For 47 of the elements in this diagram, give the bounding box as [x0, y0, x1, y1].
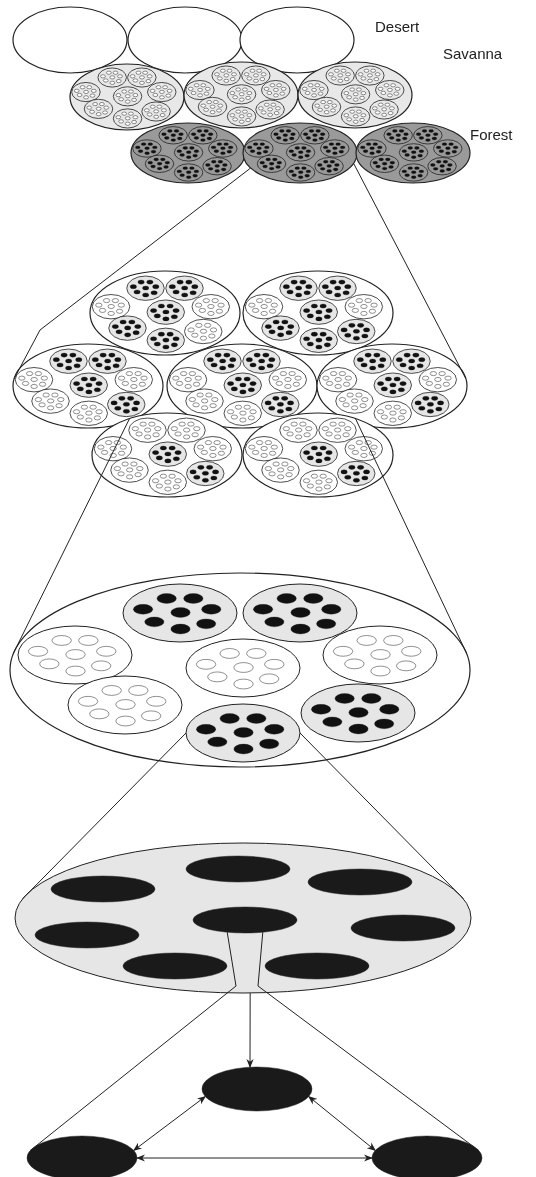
group-ellipse: [186, 639, 300, 697]
habitat-ellipse: [356, 123, 470, 183]
individual-ellipse: [51, 876, 155, 902]
group-ellipse: [68, 676, 182, 734]
individual-ellipse: [35, 922, 139, 948]
habitat-ellipse: [13, 7, 127, 73]
individual-ellipse: [202, 1067, 312, 1111]
individual-ellipse: [265, 953, 369, 979]
patch-ellipse: [243, 413, 393, 497]
group-ellipse: [123, 584, 237, 642]
row-label: Savanna: [443, 45, 503, 62]
individual-ellipse: [186, 856, 290, 882]
connector-line: [299, 732, 464, 900]
individual-ellipse: [123, 953, 227, 979]
individual-ellipse: [351, 915, 455, 941]
patch-ellipse: [317, 344, 467, 428]
group-ellipse: [186, 704, 300, 762]
double-arrow: [136, 1154, 373, 1162]
double-arrow: [132, 1096, 207, 1151]
patch-ellipse: [10, 573, 470, 767]
group-ellipse: [243, 584, 357, 642]
patch-ellipse: [243, 271, 393, 355]
habitat-ellipse: [70, 64, 184, 130]
group-ellipse: [18, 626, 132, 684]
habitat-ellipse: [298, 62, 412, 128]
group-ellipse: [15, 843, 471, 993]
patch-ellipse: [90, 271, 240, 355]
connector-line: [353, 162, 467, 380]
individual-ellipse: [308, 869, 412, 895]
patch-ellipse: [92, 413, 242, 497]
connector-line: [257, 931, 480, 1151]
group-ellipse: [323, 626, 437, 684]
patch-ellipse: [13, 344, 163, 428]
habitat-ellipse: [184, 62, 298, 128]
habitat-ellipse: [240, 7, 354, 73]
habitat-ellipse: [128, 7, 242, 73]
connector-line: [22, 732, 187, 900]
double-arrow: [308, 1095, 376, 1152]
habitat-ellipse: [131, 123, 245, 183]
habitat-ellipse: [243, 123, 357, 183]
connector-line: [13, 167, 252, 380]
arrow: [246, 992, 254, 1069]
connector-line: [29, 931, 237, 1151]
row-label: Forest: [470, 126, 513, 143]
individual-ellipse: [193, 907, 297, 933]
group-ellipse: [301, 684, 415, 742]
row-label: Desert: [375, 18, 420, 35]
